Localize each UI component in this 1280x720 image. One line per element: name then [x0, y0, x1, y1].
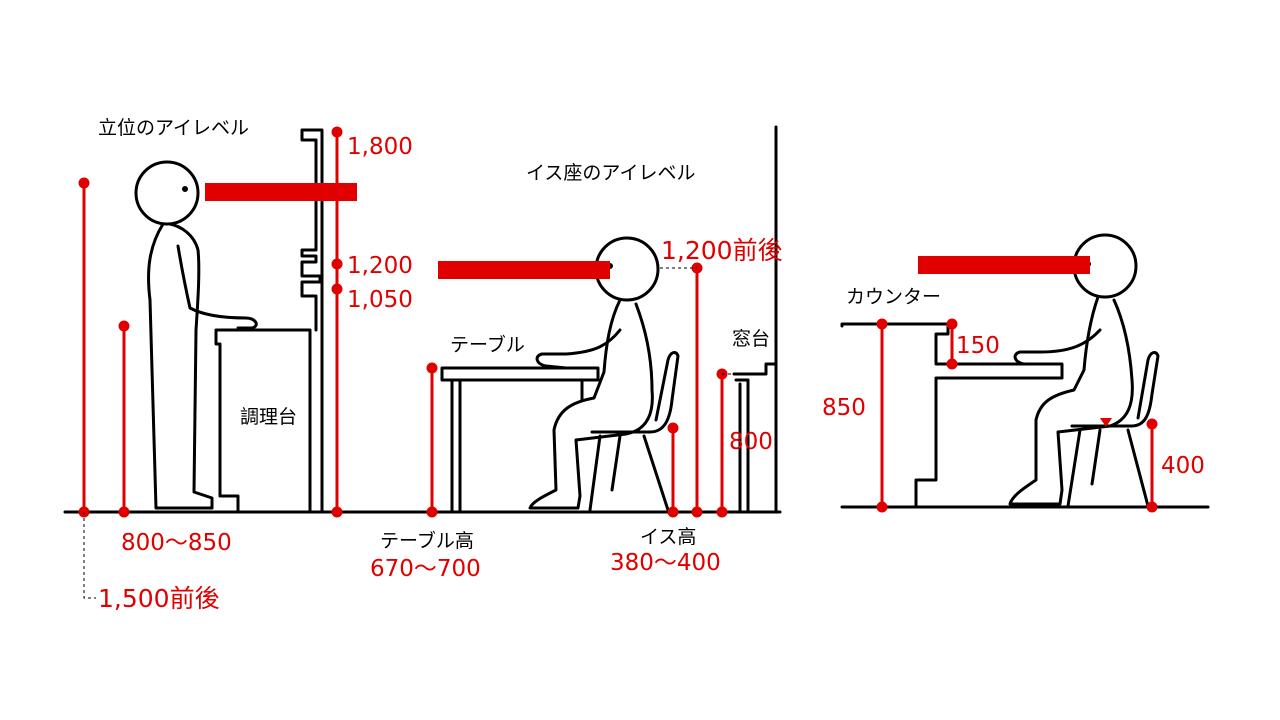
table-height: 670〜700 — [370, 556, 481, 582]
bar-counter-outline — [840, 322, 1064, 508]
chair-height-label: イス高 — [640, 526, 697, 548]
kitchen-counter-outline — [214, 328, 312, 514]
standing-person-arm — [176, 244, 258, 330]
stool-height: 400 — [1161, 453, 1205, 479]
seated-title: イス座のアイレベル — [526, 162, 696, 184]
standing-person-figure — [134, 160, 258, 510]
windowsill-label: 窓台 — [732, 328, 771, 350]
seated-eye-level: 1,200前後 — [661, 236, 783, 265]
counter-person-body — [1008, 295, 1134, 506]
eye-level-bar-counter — [918, 256, 1090, 274]
bar-counter-height: 850 — [822, 395, 866, 421]
counter-step-height: 150 — [956, 333, 1000, 359]
bar-counter-label: カウンター — [846, 286, 942, 308]
table-outline — [440, 366, 600, 512]
leader-standing-eye — [83, 512, 96, 599]
shelf-low-dimension: 1,050 — [347, 287, 413, 313]
kitchen-counter-height: 800〜850 — [121, 530, 232, 556]
counter-person-figure — [1008, 233, 1138, 506]
standing-person-body — [147, 222, 214, 510]
seated-person-arm — [535, 328, 622, 370]
standing-eye-level: 1,500前後 — [98, 584, 220, 613]
chair-outline — [588, 351, 680, 512]
standing-title: 立位のアイレベル — [98, 117, 250, 139]
shelf-mid-dimension: 1,200 — [347, 253, 413, 279]
windowsill-outline — [732, 362, 778, 514]
table-label: テーブル — [450, 334, 525, 356]
wall-cabinet-outline — [300, 128, 324, 514]
standing-person-head — [134, 160, 200, 226]
stool-marker — [1100, 418, 1112, 427]
counter-stool-outline — [1066, 351, 1160, 508]
seated-person-body — [528, 298, 654, 510]
eye-level-bar-standing — [205, 183, 357, 201]
table-height-label: テーブル高 — [380, 530, 474, 552]
standing-person-eye — [182, 186, 188, 192]
counter-person-arm — [1013, 328, 1102, 366]
eye-level-bar-seated — [438, 261, 610, 279]
kitchen-counter-label: 調理台 — [240, 406, 298, 428]
windowsill-height: 800 — [729, 429, 773, 455]
chair-height: 380〜400 — [610, 550, 721, 576]
shelf-top-dimension: 1,800 — [347, 134, 413, 160]
